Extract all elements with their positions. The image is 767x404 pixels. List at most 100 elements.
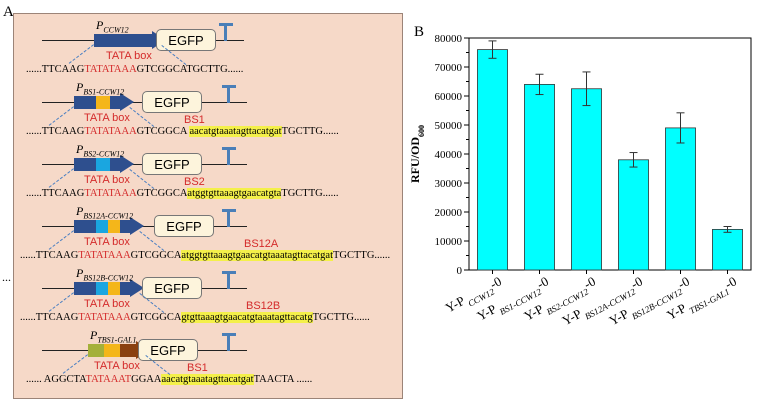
plot-frame [468,37,752,271]
seq-mid: GTCGGCATGCTTG...... [136,64,244,75]
promoter-label-sub: BS1-CCW12 [83,87,125,97]
tata-box-label: TATA box [84,112,130,124]
terminator-icon [222,271,236,289]
promoter-label: PBS2-CCW12 [76,142,124,158]
y-axis-label: RFU/OD600 [408,125,426,183]
binding-site-label: BS1 [184,114,205,126]
terminator-icon [219,23,233,41]
promoter-segment-arrow [74,220,96,233]
promoter-segment-arrow [120,220,130,233]
bar-4 [618,159,649,271]
seq-pre: ......TTCAAG [26,64,85,75]
promoter-label-sub: BS2-CCW12 [83,149,125,159]
promoter-label: PBS12B-CCW12 [76,266,133,282]
promoter-label-sub: BS12B-CCW12 [83,273,134,283]
binding-site-label: BS12B [246,300,281,312]
y-tick-label: 50000 [435,120,463,132]
bar-2 [524,84,555,271]
seq-tata: TATATAAA [84,126,137,137]
tata-box-label: TATA box [84,174,130,186]
seq-bs: aacatgtaaatagttacatgat [161,374,254,385]
promoter-segment-arrow [74,96,96,109]
dashed-guide-left [48,292,74,312]
y-tick-label: 70000 [435,62,463,74]
promoter-segment-arrow [110,96,120,109]
seq-post: TGCTTG...... [333,250,391,261]
y-tick-label: 20000 [435,207,463,219]
promoter-arrowhead [130,279,144,297]
promoter-label-main: P [76,266,84,280]
egfp-box: EGFP [142,91,202,113]
seq-post: TGCTTG...... [281,188,339,199]
dna-backbone [42,226,247,227]
promoter-segment-cyan [96,158,110,171]
seq-tata: TATATAAA [78,250,131,261]
promoter-arrowhead [120,155,134,173]
sequence-line: ......TTCAAGTATATAAAGTCGGCAatggtgttaaagt… [20,250,390,261]
promoter-segment-arrow [74,282,96,295]
y-axis-label-sub: 600 [417,125,426,137]
terminator-icon [222,333,236,351]
binding-site-label: BS1 [187,362,208,374]
seq-tata: TATATAAA [84,188,137,199]
y-tick-label: 10000 [435,236,463,248]
bar-6 [712,228,743,271]
panel-b-bar-chart: 0100002000030000400005000060000700008000… [408,33,752,328]
promoter-label-main: P [76,142,84,156]
dashed-guide-left [48,106,74,126]
dashed-guide-left [68,44,94,64]
egfp-box: EGFP [156,29,216,51]
seq-pre: ......TTCAAG [20,250,79,261]
y-tick-label: 60000 [435,91,463,103]
y-tick-label: 30000 [435,178,463,190]
promoter-label-main: P [76,204,84,218]
egfp-box: EGFP [142,277,202,299]
y-tick-label: 80000 [435,33,463,45]
y-tick-label: 0 [457,265,463,277]
tata-box-label: TATA box [94,360,140,372]
promoter-label: PCCW12 [96,18,129,34]
terminator-icon [222,147,236,165]
sequence-line: ......TTCAAGTATATAAAGTCGGCA aacatgtaaata… [26,126,339,137]
dashed-guide-left [62,354,88,374]
seq-bs: atggtgttaaagtgaacatgtaaatagttacatgat [181,250,333,261]
promoter-segment-yellow [108,282,120,295]
sequence-line: ......TTCAAGTATATAAAGTCGGCATGCTTG...... [26,64,243,75]
sequence-line: ......TTCAAGTATATAAAGTCGGCAgtgttaaagtgaa… [20,312,370,323]
promoter-segment-olive [88,344,104,357]
egfp-box: EGFP [138,339,198,361]
promoter-arrowhead [120,93,134,111]
left-ellipsis: ... [2,270,11,284]
binding-site-label: BS12A [244,238,279,250]
promoter-label: PBS1-CCW12 [76,80,124,96]
seq-mid: GTCGGCA [136,126,190,137]
binding-site-label: BS2 [184,176,205,188]
promoter-label-main: P [76,80,84,94]
seq-mid: GTCGGCA [136,188,188,199]
promoter-label-main: P [96,18,104,32]
seq-post: TGCTTG...... [312,312,370,323]
panel-a-label: A [3,4,14,20]
promoter-label-sub: BS12A-CCW12 [83,211,134,221]
seq-mid: GTCGGCA [130,312,182,323]
seq-pre: ......TTCAAG [20,312,79,323]
seq-bs: atggtgttaaagtgaacatgta [187,188,282,199]
promoter-label: PTBS1-GAL1 [90,328,136,344]
panel-b-label: B [414,24,425,40]
seq-mid: GTCGGCA [130,250,182,261]
x-tick-label-main: Y-P [443,293,467,315]
y-axis-label-main: RFU/OD [408,137,422,183]
promoter-label-sub: CCW12 [103,25,129,35]
promoter-segment-yellow [104,344,120,357]
seq-mid: GGAA [131,374,162,385]
promoter-segment-cyan [96,220,108,233]
bar-5 [665,127,696,271]
bar-1 [477,49,508,271]
promoter-segment-arrow [94,34,152,47]
